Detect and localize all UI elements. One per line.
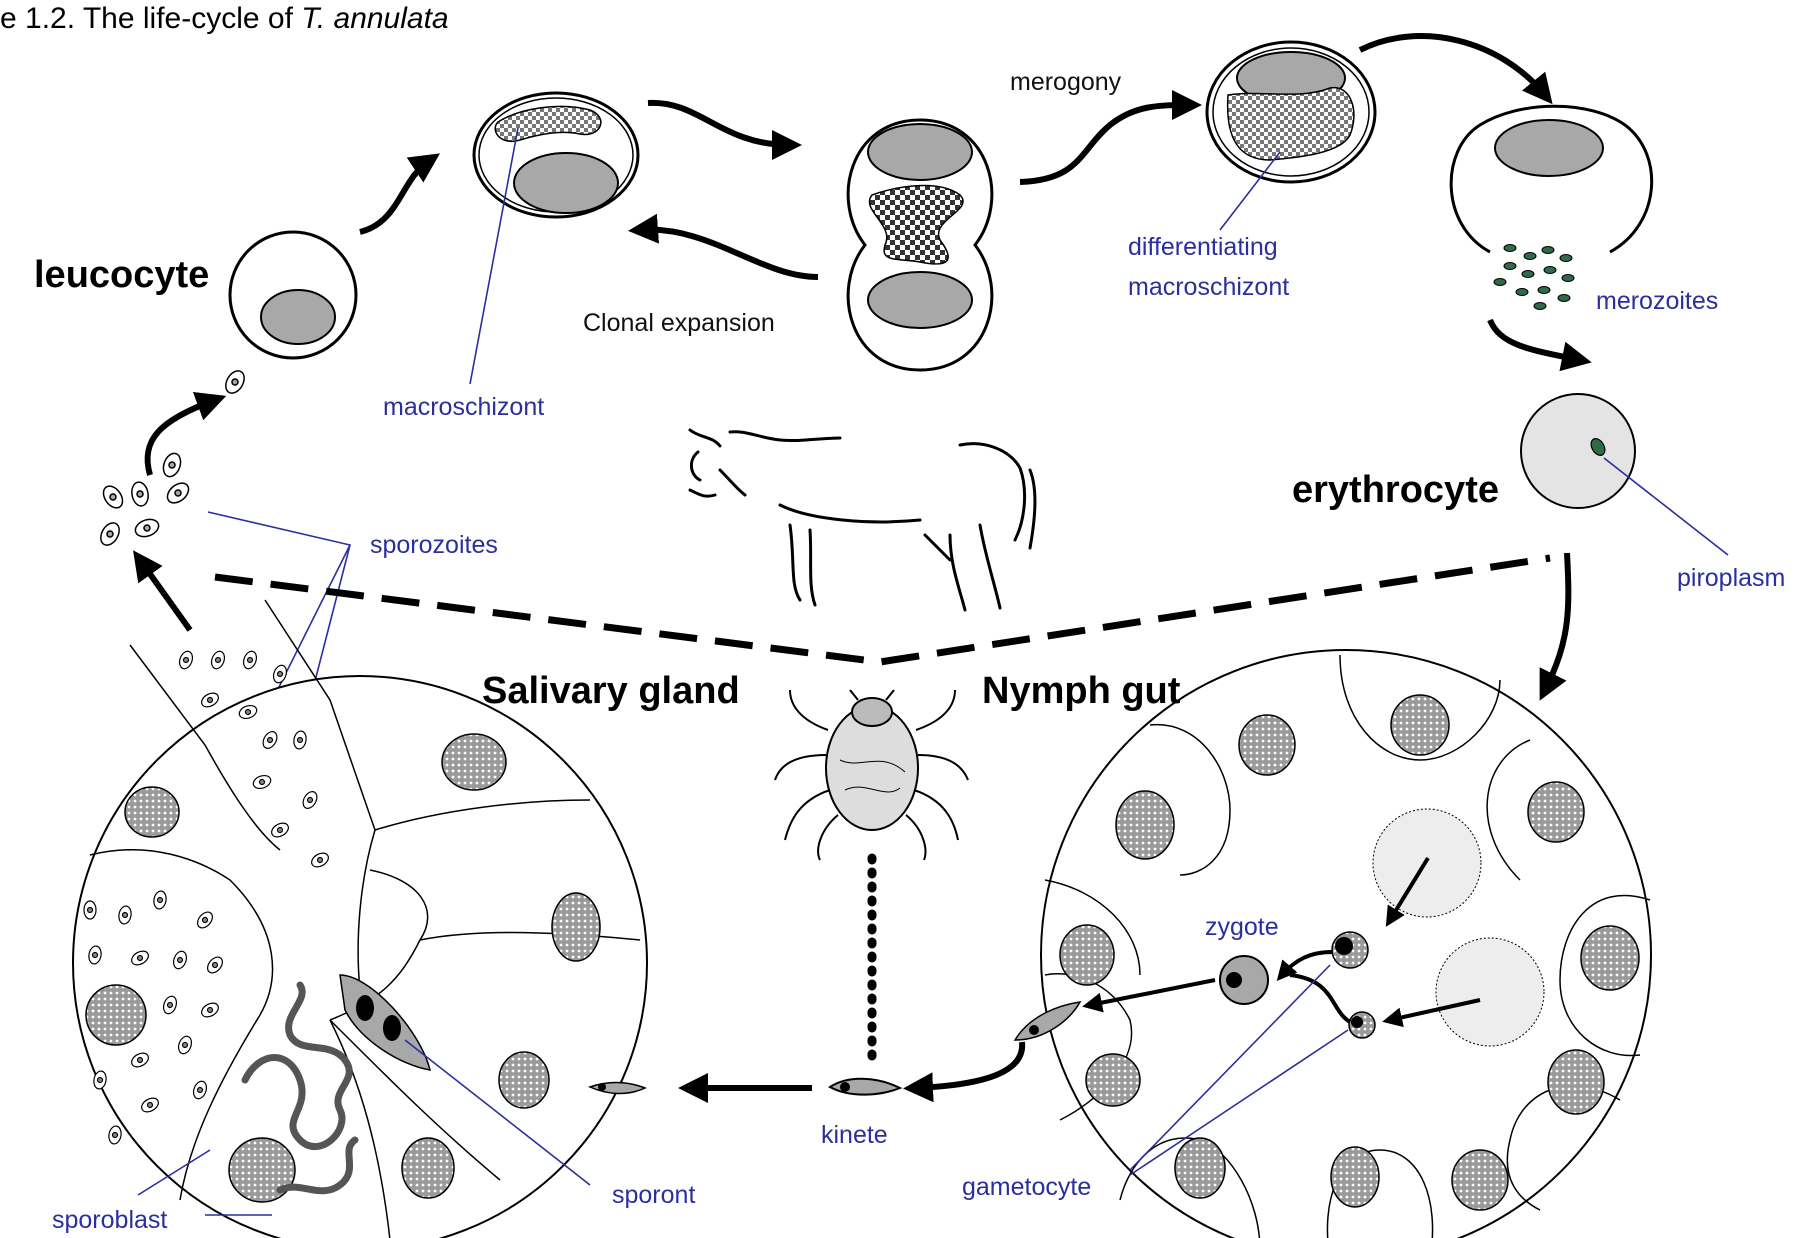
arrow-to-nymph-gut xyxy=(1539,552,1572,701)
arrow-gut-to-kinete xyxy=(903,1041,1026,1103)
kinete-cell xyxy=(828,1077,903,1096)
leucocyte-cell xyxy=(228,230,358,360)
arrow-gland-to-sporozoites xyxy=(133,550,193,632)
arrow-zygote-to-kinete xyxy=(1082,978,1216,1013)
sporont-label: sporont xyxy=(612,1181,695,1209)
tick-icon xyxy=(774,689,969,861)
gametocyte-label: gametocyte xyxy=(962,1173,1091,1201)
arrow-to-macroschizont xyxy=(359,153,440,235)
sporont-pointer xyxy=(404,1039,591,1186)
salivary-gland xyxy=(72,599,648,1238)
merozoites-label: merozoites xyxy=(1596,287,1718,315)
nymph-gut xyxy=(1013,649,1652,1238)
arrow-merogony xyxy=(1019,90,1202,185)
sporoblast-pointer-1 xyxy=(137,1149,211,1196)
arrow-gametocyte-to-zygote-2 xyxy=(1289,973,1352,1024)
clonal-expansion-label: Clonal expansion xyxy=(583,309,775,337)
arrow-sporozoite-to-leucocyte xyxy=(144,392,227,476)
piroplasm-pointer xyxy=(1603,457,1729,556)
arrow-rbc-to-gametocyte-2 xyxy=(1382,998,1481,1028)
differentiating-macroschizont-cell xyxy=(1205,40,1377,184)
differentiating-pointer xyxy=(1219,151,1281,231)
kinete-label: kinete xyxy=(821,1121,888,1149)
arrow-clonal-back xyxy=(628,213,819,280)
sporoblast-label: sporoblast xyxy=(52,1206,167,1234)
nymph-gut-label: Nymph gut xyxy=(982,670,1181,712)
merozoites-cluster xyxy=(1493,244,1575,310)
arrow-rbc-to-gametocyte-1 xyxy=(1385,856,1430,927)
bursting-cell xyxy=(1449,104,1654,310)
cow-icon xyxy=(688,428,1037,612)
macroschizont-cell xyxy=(472,91,640,219)
macroschizont-pointer xyxy=(469,127,519,385)
zygote-label: zygote xyxy=(1205,913,1279,941)
gland-sporozoites xyxy=(83,650,329,1145)
arrow-to-merozoite-release xyxy=(1358,33,1553,105)
piroplasm-label: piroplasm xyxy=(1677,564,1785,592)
arrow-to-erythrocyte xyxy=(1487,318,1592,372)
differentiating-label-2: macroschizont xyxy=(1128,273,1289,301)
macroschizont-label: macroschizont xyxy=(383,393,544,421)
erythrocyte-cell xyxy=(1520,393,1636,509)
host-vector-divider xyxy=(214,554,1551,666)
sporozoites-label: sporozoites xyxy=(370,531,498,559)
gametocyte-pointer-1 xyxy=(1129,964,1331,1171)
merogony-label: merogony xyxy=(1010,68,1122,96)
leucocyte-label: leucocyte xyxy=(34,254,209,296)
figure-caption: e 1.2. The life-cycle of T. annulata xyxy=(0,2,449,35)
arrow-gametocyte-to-zygote-1 xyxy=(1276,950,1333,982)
sporozoites-group xyxy=(100,370,245,546)
salivary-gland-label: Salivary gland xyxy=(482,670,740,712)
arrow-to-dividing xyxy=(647,99,802,160)
piroplasm-icon xyxy=(1590,438,1606,456)
gametocyte-pointer-2 xyxy=(1129,1029,1349,1176)
differentiating-label-1: differentiating xyxy=(1128,233,1278,261)
dividing-cell xyxy=(846,118,994,372)
erythrocyte-label: erythrocyte xyxy=(1292,469,1499,511)
